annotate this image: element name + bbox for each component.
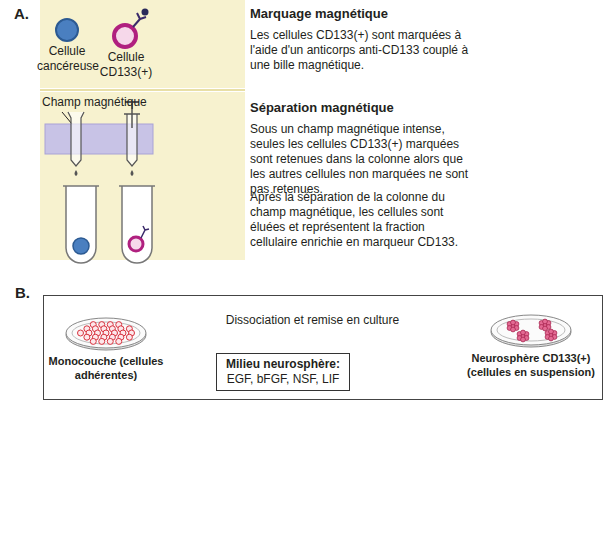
petri-dish [47, 314, 165, 354]
dish-rim [66, 318, 146, 348]
cell-label: Cellule CD133(+) [95, 50, 157, 80]
antibody [141, 226, 149, 238]
adherent-cell [84, 334, 90, 340]
step-heading: Séparation magnétique [250, 100, 480, 115]
panel-letter: A. [14, 6, 44, 21]
drop [131, 170, 134, 176]
neurosphere-cell [521, 330, 526, 335]
tube-rim [119, 185, 155, 187]
tube [66, 186, 96, 263]
column [68, 112, 84, 166]
panel-frame: Monocouche (cellules adhérentes) Milieu n… [43, 295, 603, 400]
culture-dish: Monocouche (cellules adhérentes) [47, 314, 165, 382]
cd133-cell [114, 25, 136, 47]
dish-label: Monocouche (cellules adhérentes) [47, 354, 165, 382]
adherent-cell [116, 338, 122, 344]
adherent-cell [107, 338, 113, 344]
dish-inner [497, 319, 565, 341]
band-divider [40, 89, 245, 91]
adherent-cell [99, 338, 105, 344]
adherent-cell [126, 334, 132, 340]
plunger [124, 113, 140, 115]
neurosphere-cell [549, 329, 554, 334]
tube [122, 186, 152, 263]
box-heading: Milieu neurosphère: [226, 357, 340, 372]
neurosphere-cell [549, 336, 554, 341]
arrow-label: Dissociation et remise en culture [223, 313, 402, 327]
neurosphere-cell [511, 327, 516, 332]
step-description: Sous un champ magnétique intense, seules… [250, 122, 475, 197]
cell-label: Cellule cancéreuse [37, 44, 97, 74]
drop [75, 170, 78, 176]
step-description: Les cellules CD133(+) sont marquées à l'… [250, 28, 475, 73]
cancer-cell [56, 19, 78, 41]
culture-dish: Neurosphère CD133(+) (cellules en suspen… [461, 311, 601, 379]
dish-label: Neurosphère CD133(+) (cellules en suspen… [461, 351, 601, 379]
dish-rim [491, 315, 571, 345]
dish-inner [72, 322, 140, 344]
magnetic-bead [142, 9, 149, 16]
cd133-cell [129, 237, 143, 251]
neurosphere-cell [543, 319, 548, 324]
tube-rim [63, 185, 99, 187]
part-label: Champ magnétique [42, 95, 162, 110]
step-description: Après la séparation de la colonne du cha… [250, 190, 475, 250]
adherent-cell [90, 338, 96, 344]
petri-dish [461, 311, 601, 351]
panel-letter: B. [15, 284, 30, 301]
cancer-cell [73, 238, 89, 254]
step-heading: Marquage magnétique [250, 6, 480, 21]
neurosphere-cell [511, 320, 516, 325]
box-body: EGF, bFGF, NSF, LIF [226, 372, 340, 387]
adherent-cell [78, 330, 84, 336]
medium-box: Milieu neurosphère:EGF, bFGF, NSF, LIF [216, 353, 350, 391]
neurosphere-cell [521, 337, 526, 342]
neurosphere-cell [543, 326, 548, 331]
